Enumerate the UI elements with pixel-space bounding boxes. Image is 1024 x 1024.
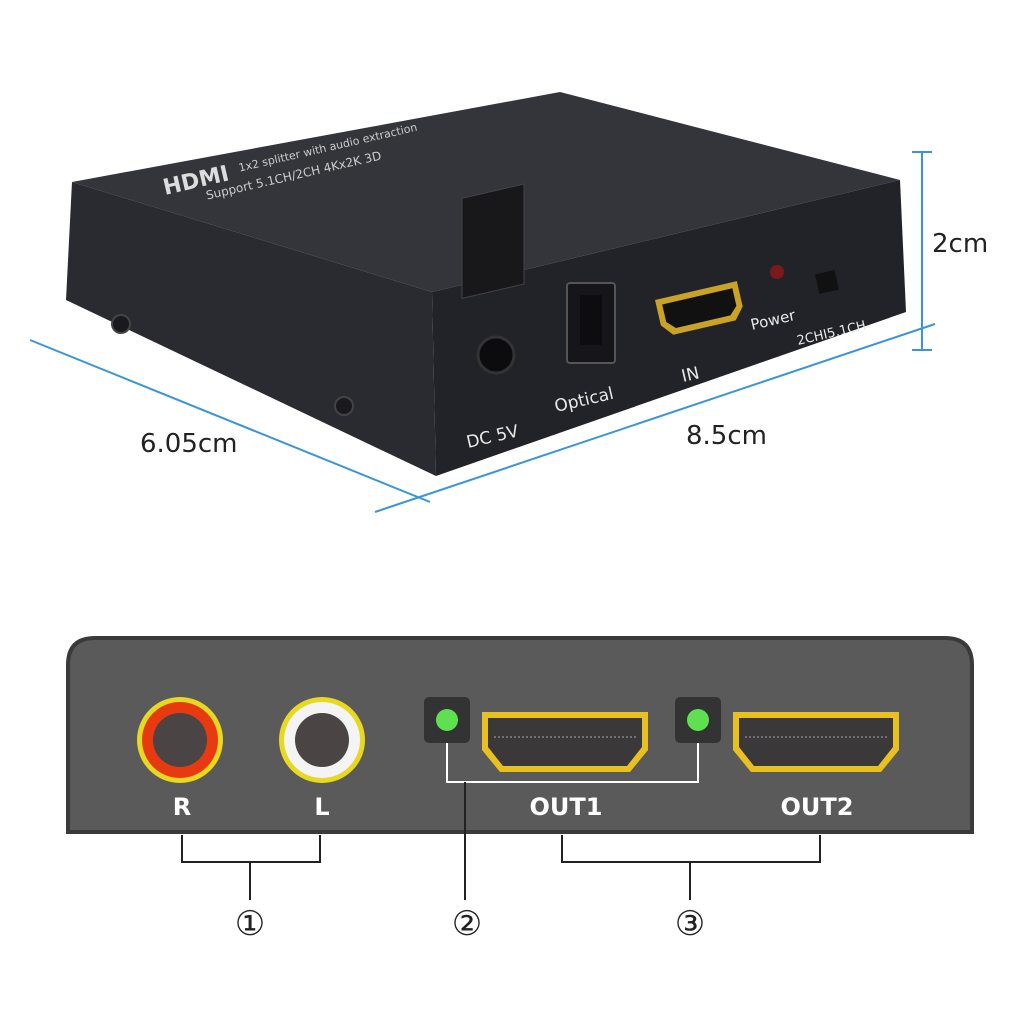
dimension-height: 2cm (932, 229, 988, 259)
dimension-depth: 6.05cm (140, 429, 238, 459)
callout-lines (181, 782, 821, 900)
label-in: IN (680, 363, 702, 386)
dimension-width: 8.5cm (686, 421, 767, 451)
label-out1: OUT1 (530, 793, 603, 821)
back-panel: R L OUT1 OUT2 (66, 636, 974, 834)
led-out1-light (436, 709, 458, 731)
label-out2: OUT2 (781, 793, 854, 821)
rca-right-jack (137, 697, 223, 783)
audio-mode-switch[interactable] (815, 270, 839, 294)
callout-3: ③ (675, 904, 705, 944)
device-3d-view: HDMI 1x2 splitter with audio extraction … (66, 92, 906, 476)
rca-left-jack (279, 697, 365, 783)
callout-1: ① (235, 904, 265, 944)
hdmi-in-port (655, 281, 743, 335)
led-out2-light (687, 709, 709, 731)
label-r: R (173, 793, 191, 821)
power-led (770, 265, 784, 279)
label-l: L (314, 793, 329, 821)
screw-icon (111, 314, 131, 334)
hdmi-out1-port (482, 712, 648, 772)
screw-icon (334, 396, 354, 416)
dc-jack (461, 183, 525, 299)
hdmi-out2-port (733, 712, 899, 772)
dimension-lines (29, 151, 936, 513)
callout-2: ② (452, 904, 482, 944)
device-top-face (72, 92, 900, 292)
optical-door (580, 295, 602, 345)
dc-jack-hole (476, 335, 516, 375)
